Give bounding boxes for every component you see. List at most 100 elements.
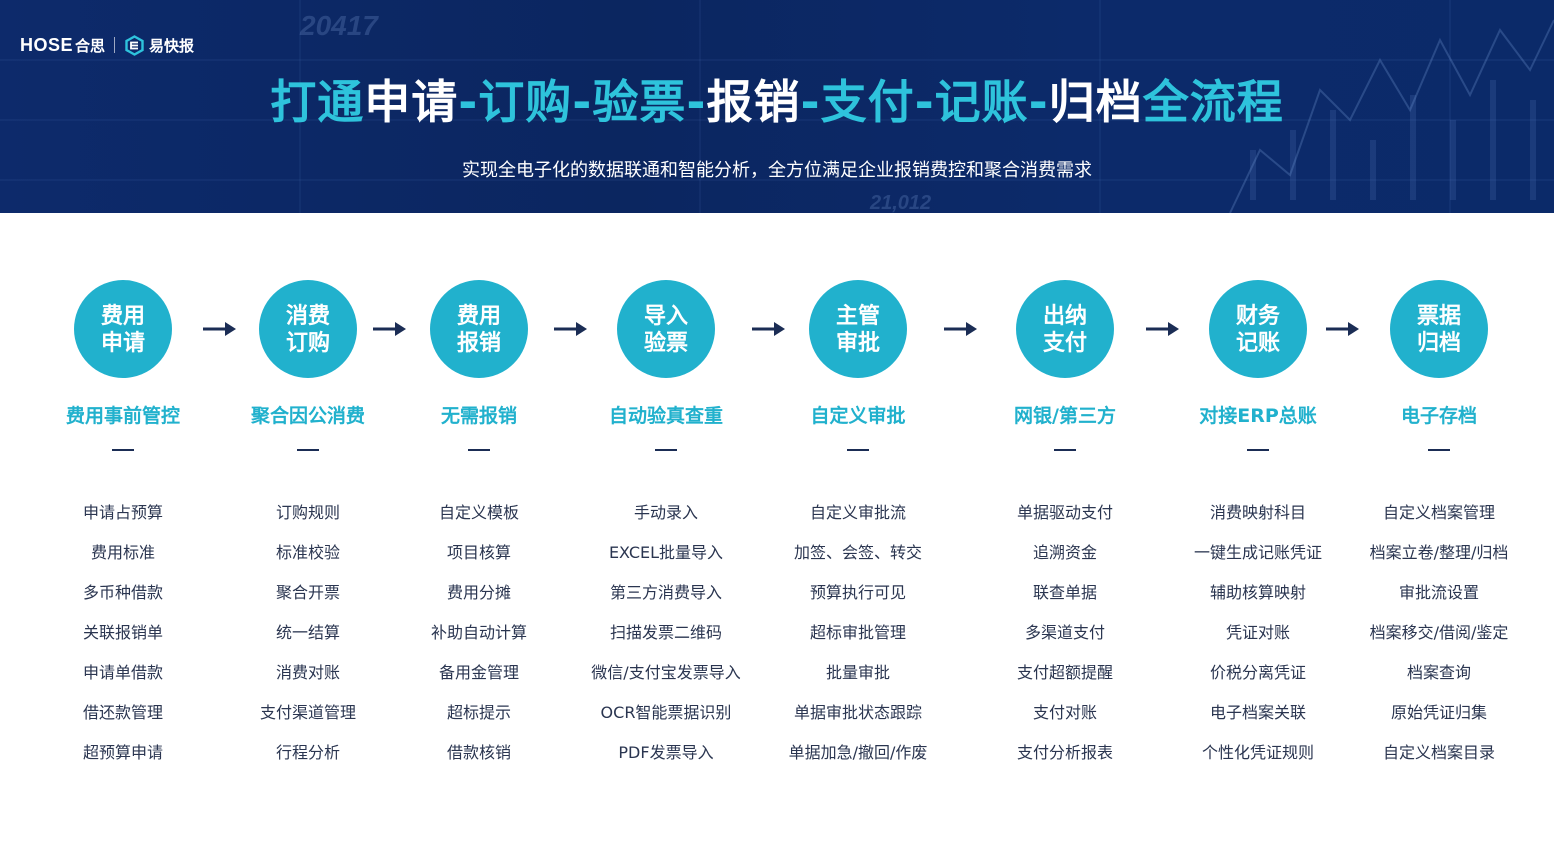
feature-item: 多渠道支付 — [1024, 623, 1105, 642]
feature-item: 统一结算 — [275, 623, 340, 642]
feature-item: 凭证对账 — [1225, 623, 1290, 642]
feature-item: 申请占预算 — [82, 503, 163, 522]
circle-label-line1: 出纳 — [1042, 304, 1087, 329]
feature-item: 原始凭证归集 — [1390, 703, 1487, 722]
feature-item: 行程分析 — [275, 743, 340, 762]
feature-item: 微信/支付宝发票导入 — [591, 663, 741, 682]
feature-item: 第三方消费导入 — [609, 583, 722, 602]
page-title: 打通申请-订购-验票-报销-支付-记账-归档全流程 — [0, 66, 1554, 132]
feature-item: 超预算申请 — [82, 743, 163, 762]
feature-item: OCR智能票据识别 — [600, 703, 732, 722]
feature-item: 档案查询 — [1406, 663, 1471, 682]
step-divider — [655, 449, 677, 451]
circle-label-line2: 验票 — [643, 331, 688, 356]
circle-label-line1: 费用 — [100, 304, 145, 329]
feature-item: 申请单借款 — [82, 663, 163, 682]
feature-item: 借还款管理 — [82, 703, 163, 722]
circle-label-line2: 审批 — [835, 331, 880, 356]
step-circle: 费用报销 — [430, 280, 528, 378]
feature-item: 关联报销单 — [82, 623, 163, 642]
flow-step-finance-bookkeeping: 财务记账 对接ERP总账 消费映射科目 一键生成记账凭证 辅助核算映射 凭证对账… — [1160, 280, 1356, 773]
step-feature-list: 自定义档案管理 档案立卷/整理/归档 审批流设置 档案移交/借阅/鉴定 档案查询… — [1341, 493, 1537, 773]
circle-label-line2: 订购 — [285, 331, 330, 356]
feature-item: 价税分离凭证 — [1209, 663, 1306, 682]
feature-item: 加签、会签、转交 — [793, 543, 922, 562]
feature-item: EXCEL批量导入 — [608, 543, 724, 562]
step-circle: 票据归档 — [1390, 280, 1488, 378]
feature-item: 档案移交/借阅/鉴定 — [1369, 623, 1509, 642]
hose-logo-text: HOSE — [20, 34, 74, 55]
feature-item: 单据加急/撤回/作废 — [788, 743, 928, 762]
title-part: -订购-验票- — [458, 75, 707, 129]
step-circle: 导入验票 — [617, 280, 715, 378]
circle-label-line1: 导入 — [643, 304, 688, 329]
feature-item: 借款核销 — [446, 743, 511, 762]
step-circle: 消费订购 — [259, 280, 357, 378]
step-title: 聚合因公消费 — [250, 405, 365, 427]
feature-item: 费用标准 — [90, 543, 155, 562]
flow-step-consumption-order: 消费订购 聚合因公消费 订购规则 标准校验 聚合开票 统一结算 消费对账 支付渠… — [210, 280, 406, 773]
feature-item: 订购规则 — [275, 503, 340, 522]
header-banner: 20417 21,012 HOSE 合思 易快报 打通申请-订购-验票-报销-支… — [0, 0, 1554, 213]
step-title: 对接ERP总账 — [1199, 405, 1317, 427]
feature-item: 批量审批 — [825, 663, 890, 682]
flow-step-cashier-payment: 出纳支付 网银/第三方 单据驱动支付 追溯资金 联查单据 多渠道支付 支付超额提… — [967, 280, 1163, 773]
step-divider — [1054, 449, 1076, 451]
flow-step-expense-reimbursement: 费用报销 无需报销 自定义模板 项目核算 费用分摊 补助自动计算 备用金管理 超… — [381, 280, 577, 773]
feature-item: 审批流设置 — [1398, 583, 1479, 602]
title-part: 申请 — [364, 75, 459, 129]
step-divider — [1247, 449, 1269, 451]
step-feature-list: 申请占预算 费用标准 多币种借款 关联报销单 申请单借款 借还款管理 超预算申请 — [25, 493, 221, 773]
feature-item: 补助自动计算 — [430, 623, 527, 642]
flow-step-expense-application: 费用申请 费用事前管控 申请占预算 费用标准 多币种借款 关联报销单 申请单借款… — [25, 280, 221, 773]
title-part: 报销 — [706, 75, 801, 129]
circle-label-line1: 费用 — [456, 304, 501, 329]
step-title: 自定义审批 — [810, 405, 906, 427]
feature-item: 手动录入 — [633, 503, 698, 522]
step-title: 电子存档 — [1400, 405, 1477, 427]
deco-number: 21,012 — [870, 192, 932, 213]
feature-item: 一键生成记账凭证 — [1193, 543, 1322, 562]
step-title: 费用事前管控 — [65, 405, 180, 427]
feature-item: 电子档案关联 — [1209, 703, 1306, 722]
feature-item: 自定义模板 — [438, 503, 519, 522]
feature-item: 费用分摊 — [446, 583, 511, 602]
feature-item: 个性化凭证规则 — [1201, 743, 1314, 762]
flow-step-document-archiving: 票据归档 电子存档 自定义档案管理 档案立卷/整理/归档 审批流设置 档案移交/… — [1341, 280, 1537, 773]
flow-arrow-icon — [752, 322, 785, 336]
feature-item: 聚合开票 — [275, 583, 340, 602]
step-title: 自动验真查重 — [608, 405, 723, 427]
feature-item: 消费映射科目 — [1209, 503, 1306, 522]
feature-item: 自定义审批流 — [809, 503, 906, 522]
step-divider — [468, 449, 490, 451]
brand-logo: HOSE 合思 易快报 — [20, 32, 194, 58]
flow-arrow-icon — [203, 322, 236, 336]
flow-arrow-icon — [373, 322, 406, 336]
flow-step-invoice-import: 导入验票 自动验真查重 手动录入 EXCEL批量导入 第三方消费导入 扫描发票二… — [568, 280, 764, 773]
title-part: 打通 — [270, 75, 365, 129]
feature-item: 超标提示 — [446, 703, 511, 722]
feature-item: 联查单据 — [1032, 583, 1097, 602]
step-circle: 财务记账 — [1209, 280, 1307, 378]
feature-item: 多币种借款 — [82, 583, 163, 602]
flow-arrow-icon — [944, 322, 977, 336]
flow-arrow-icon — [1146, 322, 1179, 336]
step-divider — [847, 449, 869, 451]
feature-item: 备用金管理 — [438, 663, 519, 682]
ekuaibao-logo-icon — [125, 34, 144, 56]
step-feature-list: 单据驱动支付 追溯资金 联查单据 多渠道支付 支付超额提醒 支付对账 支付分析报… — [967, 493, 1163, 773]
feature-item: 追溯资金 — [1032, 543, 1097, 562]
circle-label-line2: 归档 — [1416, 331, 1461, 356]
step-feature-list: 自定义审批流 加签、会签、转交 预算执行可见 超标审批管理 批量审批 单据审批状… — [760, 493, 956, 773]
step-circle: 主管审批 — [809, 280, 907, 378]
circle-label-line2: 支付 — [1042, 331, 1087, 356]
deco-number: 20417 — [300, 10, 378, 41]
step-divider — [297, 449, 319, 451]
flow-step-manager-approval: 主管审批 自定义审批 自定义审批流 加签、会签、转交 预算执行可见 超标审批管理… — [760, 280, 956, 773]
feature-item: 项目核算 — [446, 543, 511, 562]
circle-label-line1: 财务 — [1235, 304, 1280, 329]
circle-label-line2: 申请 — [100, 331, 145, 356]
circle-label-line2: 记账 — [1235, 331, 1280, 356]
feature-item: 支付对账 — [1032, 703, 1097, 722]
feature-item: 档案立卷/整理/归档 — [1369, 543, 1509, 562]
